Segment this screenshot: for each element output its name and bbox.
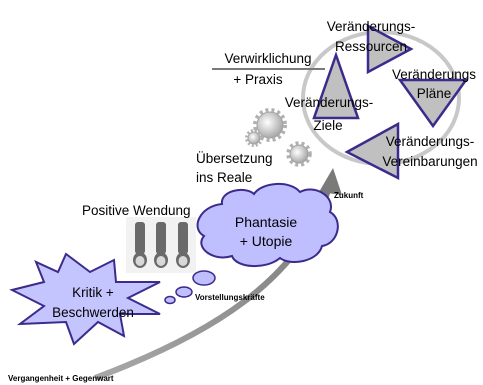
label-vereinbarungen-2: Vereinbarungen <box>382 154 477 169</box>
label-ressourcen-2: Ressourcen <box>335 39 407 54</box>
label-ziele-2: Ziele <box>313 118 342 133</box>
label-vorstellungskraefte: Vorstellungskräfte <box>195 293 265 302</box>
phantasie-cloud <box>196 183 339 267</box>
triangle-ziele <box>312 51 360 120</box>
gears-icon <box>245 108 312 167</box>
label-ressourcen-1: Veränderungs- <box>327 19 416 34</box>
label-vergangenheit: Vergangenheit + Gegenwart <box>8 374 114 383</box>
people-figures-icon <box>126 217 196 273</box>
label-phantasie-1: Phantasie <box>235 214 297 230</box>
triangle-ressourcen <box>366 23 414 75</box>
label-ziele-1: Veränderungs- <box>285 95 374 110</box>
kritik-star <box>9 252 161 346</box>
label-verwirklichung-1: Verwirklichung <box>224 51 311 66</box>
label-kritik-2: Beschwerden <box>52 305 134 320</box>
label-kritik-1: Kritik + <box>72 285 114 300</box>
label-phantasie-2: + Utopie <box>240 233 293 249</box>
triangle-vereinbarungen <box>344 121 400 181</box>
label-uebersetzung-2: ins Reale <box>196 170 252 185</box>
thought-bubble-medium <box>175 286 193 298</box>
label-positive-wendung: Positive Wendung <box>82 203 191 218</box>
label-plaene-1: Veränderungs <box>392 67 476 82</box>
thought-bubble-small <box>164 295 176 305</box>
label-plaene-2: Pläne <box>417 86 452 101</box>
label-zukunft: Zukunft <box>334 191 364 200</box>
triangle-plaene <box>397 78 469 129</box>
rising-arrow-head <box>319 168 342 195</box>
thought-bubble-large <box>192 270 216 286</box>
label-verwirklichung-2: + Praxis <box>233 72 282 87</box>
label-vereinbarungen-1: Veränderungs- <box>386 134 475 149</box>
label-uebersetzung-1: Übersetzung <box>196 151 273 166</box>
